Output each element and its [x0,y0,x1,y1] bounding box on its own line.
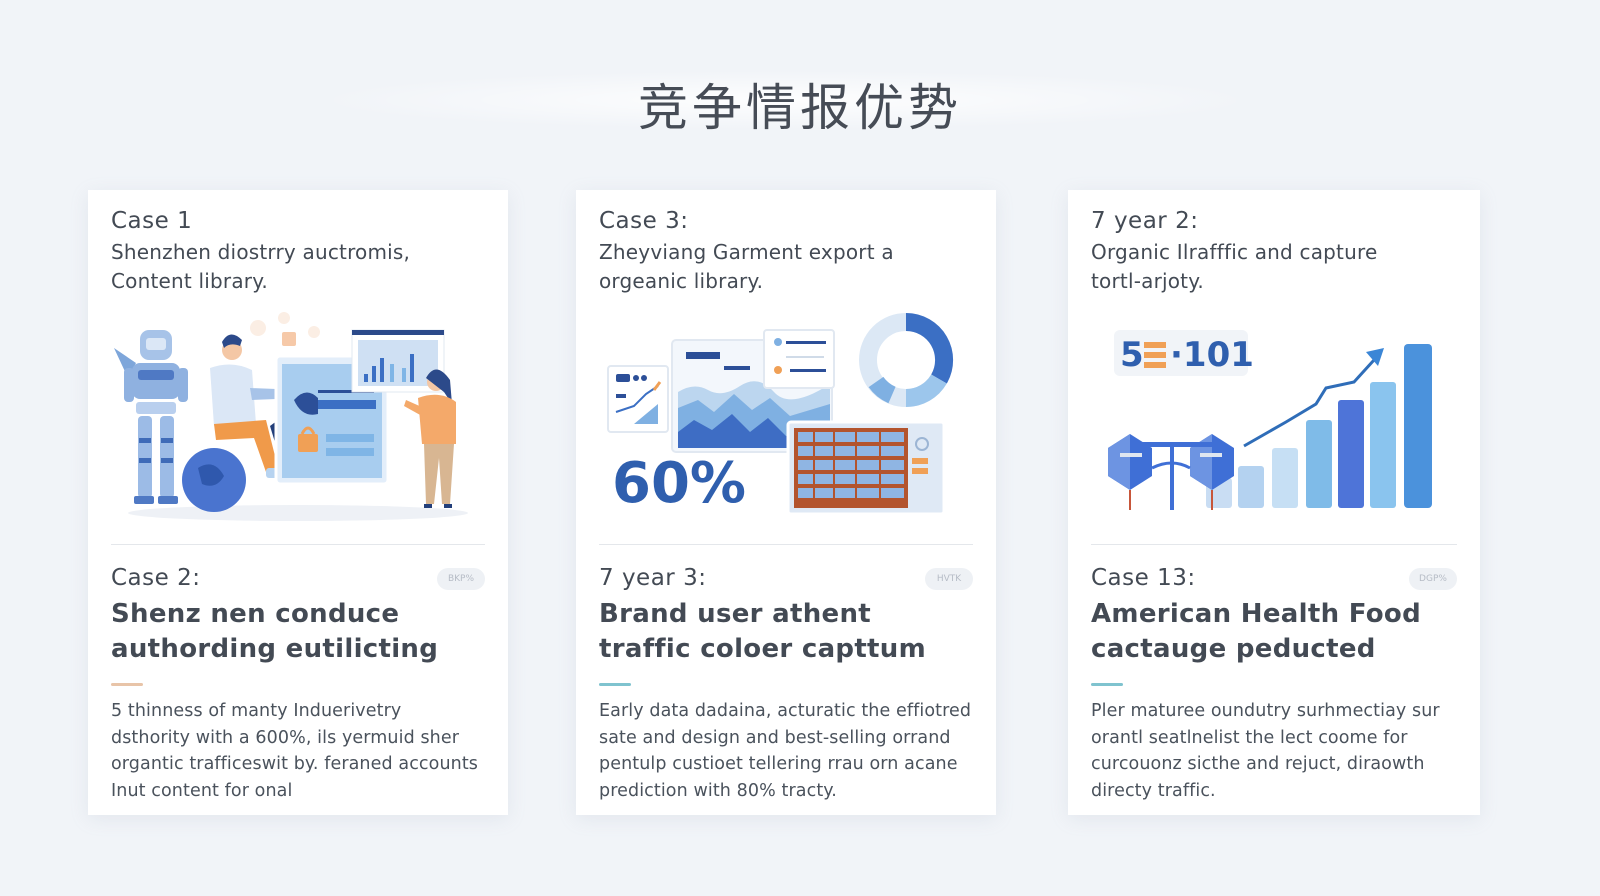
case-title-line: Shenz nen conduce [111,599,400,629]
case-label: 7 year 2: [1091,208,1199,234]
page-title: 竞争情报优势 [638,79,962,137]
case-subtitle: Zheyviang Garment export a orgeanic libr… [599,238,973,296]
robot-icon [114,330,188,504]
status-badge: DGP% [1409,568,1457,590]
status-badge: HVTK [925,568,973,590]
arrow-up-icon [1366,348,1384,366]
case-label: Case 13: [1091,565,1196,591]
accent-bar [1091,683,1123,686]
big-stat: 60% [612,451,746,516]
case-title: Brand user athent traffic coloer capttum [599,597,973,667]
title-glow [310,70,1260,130]
divider [111,544,485,545]
case-title: Shenz nen conduce authording eutilicting [111,597,485,667]
case-subtitle-line: tortl-arjoty. [1091,269,1204,293]
case-title-line: traffic coloer capttum [599,634,926,664]
stat-display: 5 [1120,335,1144,375]
divider [1091,544,1457,545]
analytics-dashboard-library-illustration: 60% [607,312,954,516]
case-label: Case 1 [111,208,193,234]
case-detail: BKP% Case 2: Shenz nen conduce authordin… [111,562,485,804]
case-subtitle-line: Shenzhen diostrry auctromis, [111,240,411,264]
case-subtitle-line: orgeanic library. [599,269,764,293]
accent-bar [111,683,143,686]
case-card-3: 7 year 2: Organic Ilrafffic and capture … [1068,190,1480,815]
woman-icon [404,369,456,508]
growth-bar-chart-illustration: 5 ·101 [1108,330,1432,510]
case-card-1: Case 1 Shenzhen diostrry auctromis, Cont… [88,190,508,815]
case-subtitle-line: Zheyviang Garment export a [599,240,894,264]
case-title-line: authording eutilicting [111,634,439,664]
case-description: 5 thinness of manty Induerivetry dsthori… [111,701,478,801]
svg-text:·101: ·101 [1170,335,1254,375]
case-label: Case 3: [599,208,689,234]
divider [599,544,973,545]
case-description: Early data dadaina, acturatic the effiot… [599,701,972,801]
status-badge: BKP% [437,568,485,590]
robot-person-dashboard-illustration [114,312,468,521]
case-detail: HVTK 7 year 3: Brand user athent traffic… [599,562,973,804]
case-title: American Health Food cactauge peducted [1091,597,1457,667]
case-title-line: American Health Food [1091,599,1421,629]
case-detail: DGP% Case 13: American Health Food cacta… [1091,562,1457,804]
accent-bar [599,683,631,686]
case-subtitle-line: Organic Ilrafffic and capture [1091,240,1378,264]
case-label: 7 year 3: [599,565,707,591]
donut-chart-icon [859,312,954,408]
case-subtitle: Organic Ilrafffic and capture tortl-arjo… [1091,238,1457,296]
case-title-line: cactauge peducted [1091,634,1376,664]
case-title-line: Brand user athent [599,599,872,629]
case-subtitle-line: Content library. [111,269,268,293]
case-description: Pler maturee oundutry surhmectiay sur or… [1091,701,1440,801]
case-card-2: Case 3: Zheyviang Garment export a orgea… [576,190,996,815]
bar-chart-icon [1206,344,1432,508]
case-label: Case 2: [111,565,201,591]
case-subtitle: Shenzhen diostrry auctromis, Content lib… [111,238,485,296]
hexagon-buildings-icon [1108,434,1234,510]
